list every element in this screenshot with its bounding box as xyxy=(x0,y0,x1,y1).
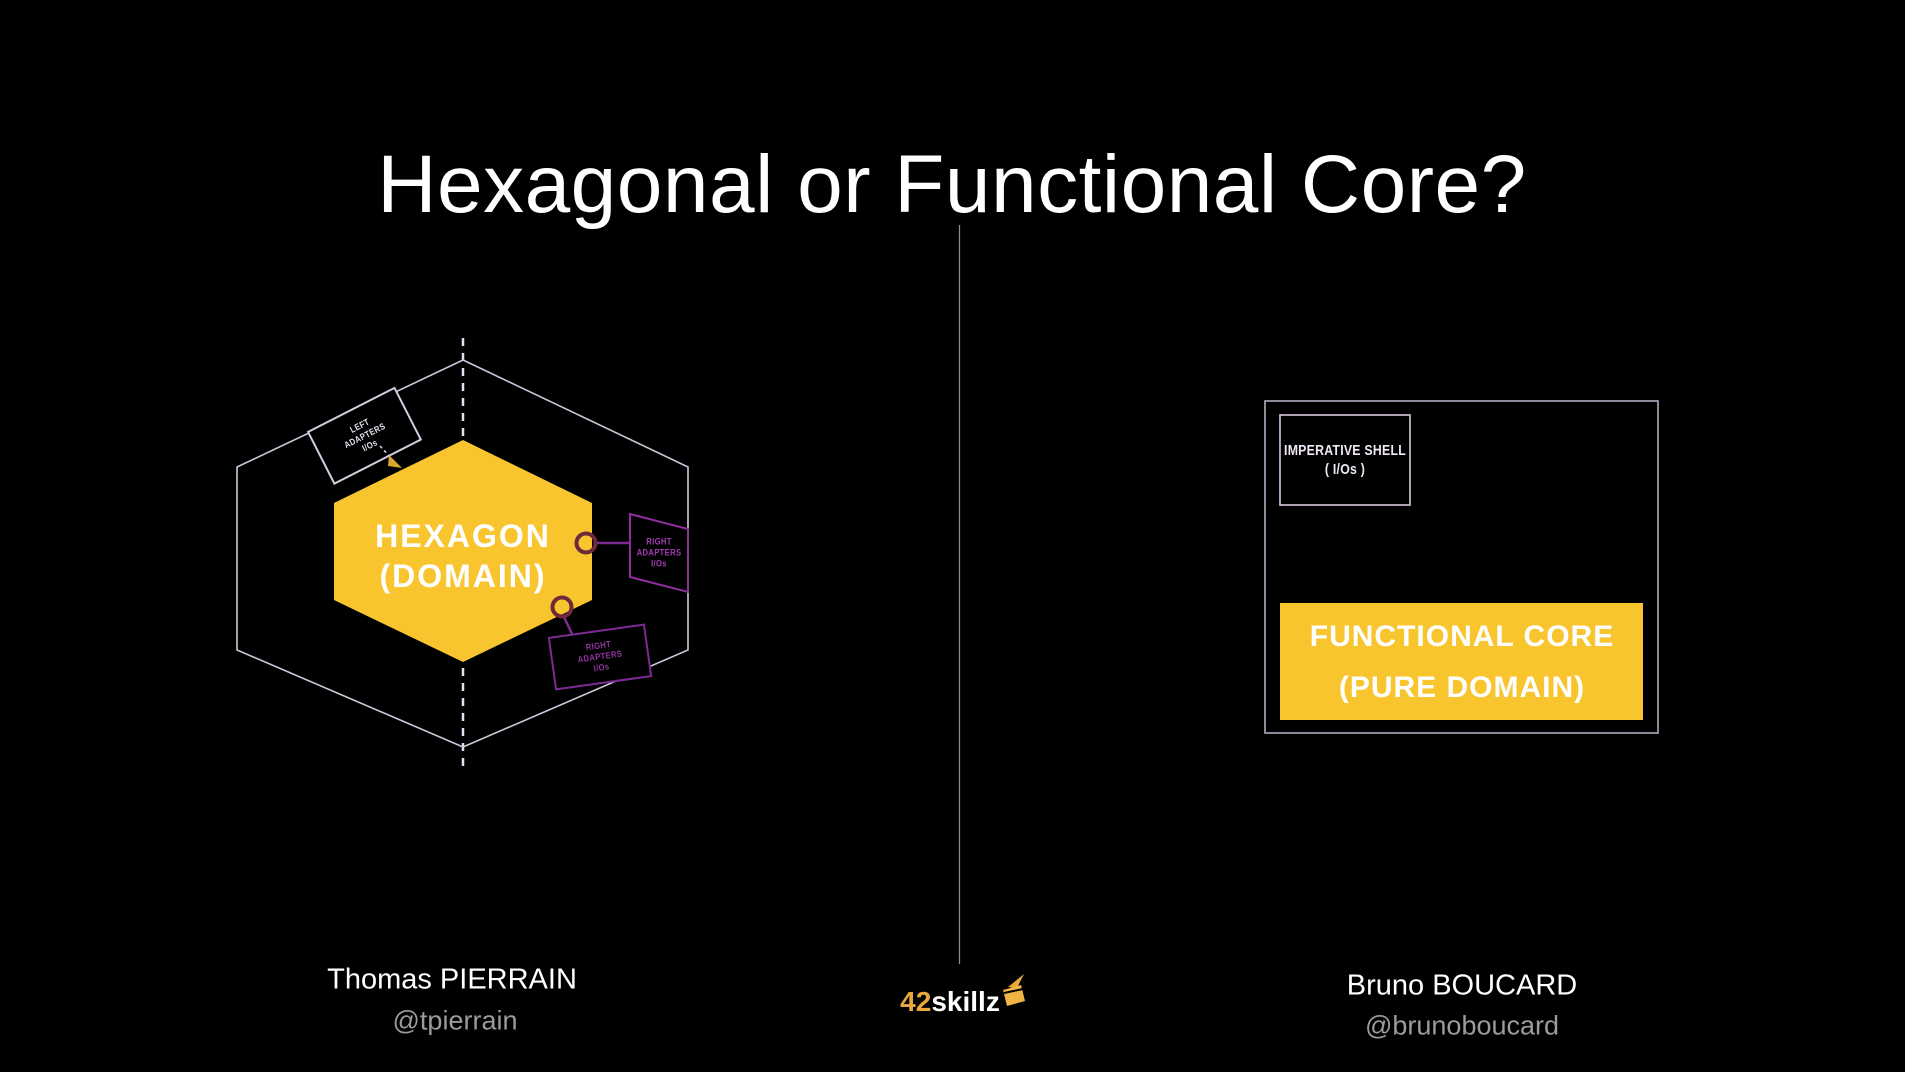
right-adapters-bottom-label: RIGHT ADAPTERS I/Os xyxy=(577,638,623,674)
slide-title: Hexagonal or Functional Core? xyxy=(377,138,1527,230)
functional-core-box xyxy=(1280,603,1643,720)
logo-prefix: 42 xyxy=(900,986,932,1017)
right-adapters-middle-box xyxy=(629,512,689,594)
logo-icon xyxy=(1003,974,1025,1006)
arrow-icon xyxy=(388,455,402,468)
right-author-handle: @brunoboucard xyxy=(1364,1010,1560,1041)
logo-suffix: skillz xyxy=(931,986,1000,1017)
functional-core-label: FUNCTIONAL CORE (PURE DOMAIN) xyxy=(1309,620,1615,704)
right-adapters-bottom-box xyxy=(547,623,653,691)
shell-outer-box xyxy=(1264,400,1659,734)
port-ring-top xyxy=(574,531,598,555)
left-author-handle: @tpierrain xyxy=(392,1005,518,1036)
hexagon-domain-label: HEXAGON (DOMAIN) xyxy=(375,518,551,594)
imperative-shell-box xyxy=(1279,414,1411,506)
connector-line-bottom xyxy=(562,616,575,637)
outer-hexagon-outline xyxy=(236,359,689,748)
domain-hexagon xyxy=(334,440,592,662)
left-author-name: Thomas PIERRAIN xyxy=(327,963,577,996)
left-adapters-box xyxy=(306,386,423,485)
imperative-shell-label: IMPERATIVE SHELL ( I/Os ) xyxy=(1284,442,1406,478)
port-ring-bottom xyxy=(550,595,574,619)
logo-42skillz: 42skillz xyxy=(900,986,1000,1018)
right-adapters-middle-label: RIGHT ADAPTERS I/Os xyxy=(636,536,682,569)
right-author-name: Bruno BOUCARD xyxy=(1346,969,1578,1002)
